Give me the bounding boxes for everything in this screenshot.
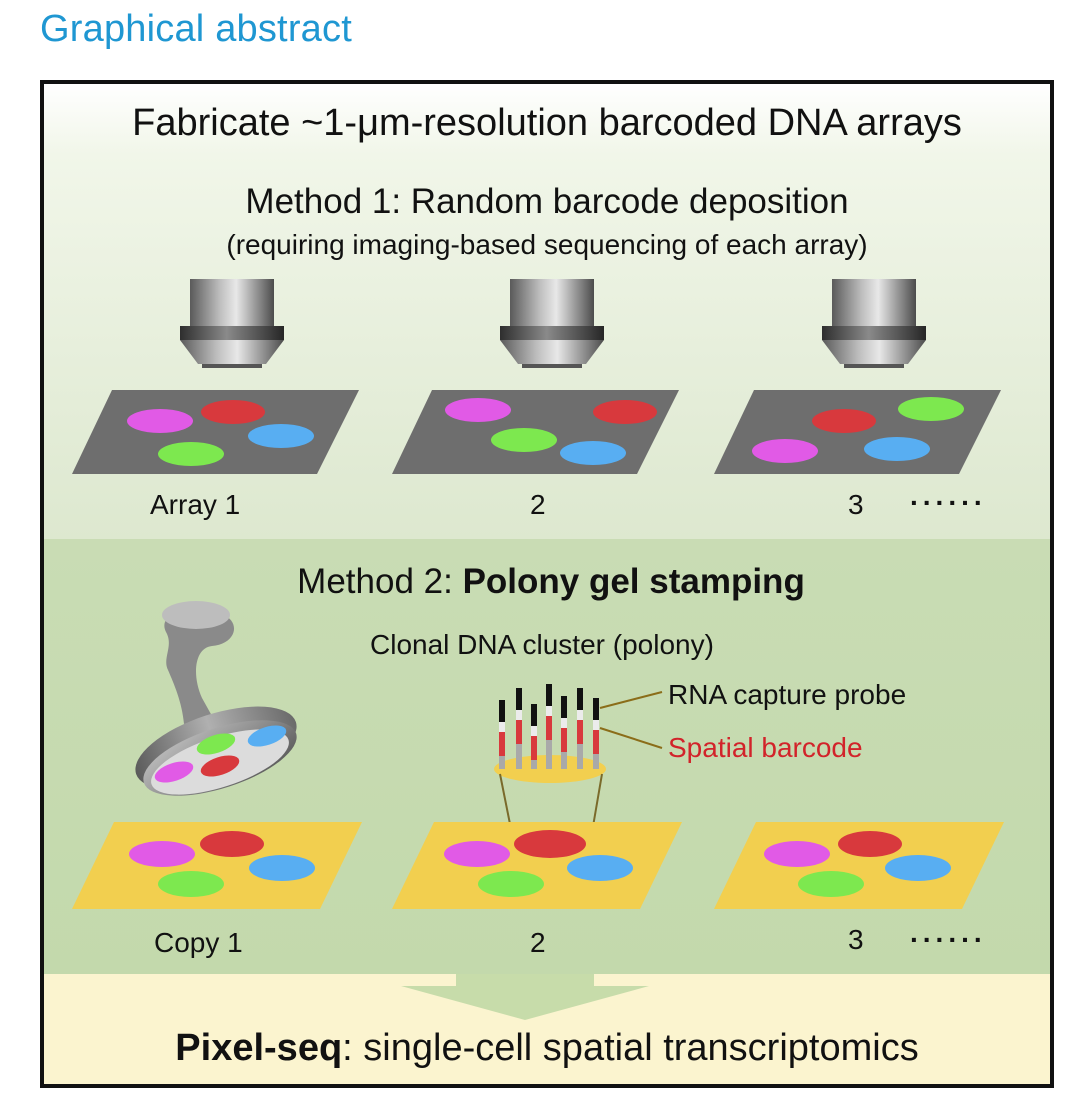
array-3 (714, 390, 1001, 474)
probe-segment (546, 740, 552, 769)
probe-segment (577, 744, 583, 769)
down-arrow-icon (401, 974, 649, 1020)
probe-segment (561, 718, 567, 728)
probe-segment (546, 684, 552, 706)
probe-segment (531, 760, 537, 769)
copy-label-3: 3 (848, 924, 864, 955)
probe-segment (499, 722, 505, 732)
array-label-2: 2 (530, 489, 546, 520)
array-1 (72, 390, 359, 474)
microscope-objective-icon (500, 279, 604, 368)
copy-3 (714, 822, 1004, 909)
array-label-1: Array 1 (150, 489, 241, 520)
copy-2 (392, 822, 682, 909)
probe-segment (516, 688, 522, 710)
microscope-objective-icon (822, 279, 926, 368)
probe-segment (499, 700, 505, 722)
footer-rest: : single-cell spatial transcriptomics (342, 1027, 919, 1069)
probe-segment (593, 754, 599, 769)
array-label-3: 3 (848, 489, 864, 520)
probe-segment (516, 744, 522, 769)
probe-segment (577, 720, 583, 744)
stamp-icon (135, 601, 297, 796)
probe-segment (577, 688, 583, 710)
probe-segment (499, 756, 505, 769)
method1-subtitle: (requiring imaging-based sequencing of e… (226, 229, 868, 260)
diagram-art (72, 279, 1004, 1020)
probe-label: RNA capture probe (668, 679, 907, 710)
copy-label-1: Copy 1 (154, 927, 243, 958)
probe-segment (531, 704, 537, 726)
probe-segment (546, 706, 552, 716)
probe-segment (531, 726, 537, 736)
probe-segment (561, 752, 567, 769)
microscope-objective-icon (180, 279, 284, 368)
probe-segment (531, 736, 537, 760)
method1-title: Method 1: Random barcode deposition (245, 182, 849, 221)
probe-segment (516, 710, 522, 720)
footer-bold: Pixel-seq (175, 1027, 343, 1069)
probe-segment (561, 696, 567, 718)
polony-probe-icon (494, 684, 663, 845)
copy-1 (72, 822, 362, 909)
main-title: Fabricate ~1-μm-resolution barcoded DNA … (132, 102, 962, 144)
array-2 (392, 390, 679, 474)
method2-title: Method 2: Polony gel stamping (297, 562, 805, 602)
probe-segment (546, 716, 552, 740)
footer-text: Pixel-seq: single-cell spatial transcrip… (175, 1027, 918, 1070)
probe-segment (593, 730, 599, 754)
method2-title-prefix: Method 2: (297, 562, 463, 601)
abstract-figure: Fabricate ~1-μm-resolution barcoded DNA … (40, 80, 1054, 1088)
probe-segment (593, 698, 599, 720)
probe-segment (593, 720, 599, 730)
copy-ellipsis: ...... (910, 917, 987, 948)
probe-segment (516, 720, 522, 744)
copy-label-2: 2 (530, 927, 546, 958)
probe-segment (577, 710, 583, 720)
array-ellipsis: ...... (910, 480, 987, 511)
barcode-label: Spatial barcode (668, 732, 863, 763)
polony-label: Clonal DNA cluster (polony) (370, 629, 714, 660)
method2-title-bold: Polony gel stamping (462, 562, 805, 601)
graphical-abstract-heading: Graphical abstract (40, 8, 352, 50)
probe-segment (561, 728, 567, 752)
probe-segment (499, 732, 505, 756)
